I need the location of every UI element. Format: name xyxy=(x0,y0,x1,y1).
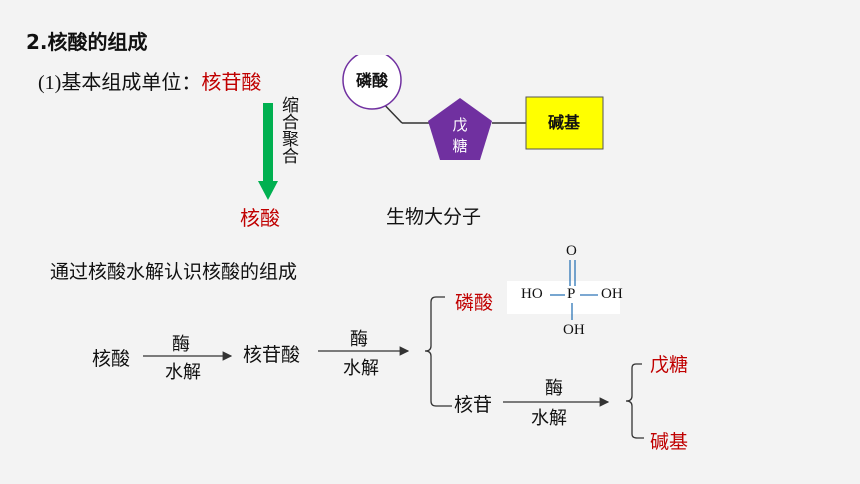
formula-center: P xyxy=(567,286,576,302)
nucleotide-diagram: 磷酸 戊 糖 碱基 xyxy=(342,55,604,160)
flow-enzyme-1: 酶 xyxy=(172,334,190,355)
page-title: 2.核酸的组成 xyxy=(26,30,148,54)
formula-left: HO xyxy=(521,286,543,302)
formula-top-o: O xyxy=(566,243,577,259)
flow-pentose: 戊糖 xyxy=(650,354,689,376)
flow-hydrolysis-1: 水解 xyxy=(165,362,201,383)
sugar-label-1: 戊 xyxy=(452,116,467,134)
formula-right: OH xyxy=(601,286,623,302)
down-arrow-icon xyxy=(258,103,278,200)
formula-bottom: OH xyxy=(563,322,585,338)
flow-base: 碱基 xyxy=(650,431,689,453)
base-label: 碱基 xyxy=(548,113,581,132)
macromolecule-label: 生物大分子 xyxy=(386,206,482,228)
bracket-icon xyxy=(424,296,452,407)
subtitle: (1)基本组成单位：核苷酸 xyxy=(38,66,261,95)
circle-shape xyxy=(342,55,402,110)
hydrolysis-intro: 通过核酸水解认识核酸的组成 xyxy=(50,261,298,283)
flow-phosphate: 磷酸 xyxy=(455,292,494,314)
flow-enzyme-3: 酶 xyxy=(545,378,563,399)
subtitle-highlight: 核苷酸 xyxy=(201,70,262,94)
formula-background xyxy=(507,281,620,314)
flow-intermediate: 核苷酸 xyxy=(243,344,301,366)
phosphate-label: 磷酸 xyxy=(356,71,389,90)
sugar-label-2: 糖 xyxy=(452,137,467,155)
subtitle-number: (1) xyxy=(38,72,62,94)
flow-hydrolysis-3: 水解 xyxy=(531,408,567,429)
flow-start: 核酸 xyxy=(92,348,131,370)
flow-nucleoside: 核苷 xyxy=(454,394,493,416)
bracket-icon xyxy=(625,363,644,439)
product-label: 核酸 xyxy=(240,206,280,230)
pentagon-shape xyxy=(428,98,492,160)
base-box xyxy=(525,96,604,150)
flow-hydrolysis-2: 水解 xyxy=(343,358,379,379)
subtitle-label: 基本组成单位： xyxy=(61,70,202,94)
flow-enzyme-2: 酶 xyxy=(350,329,368,350)
process-label: 缩合聚合 xyxy=(282,96,299,167)
